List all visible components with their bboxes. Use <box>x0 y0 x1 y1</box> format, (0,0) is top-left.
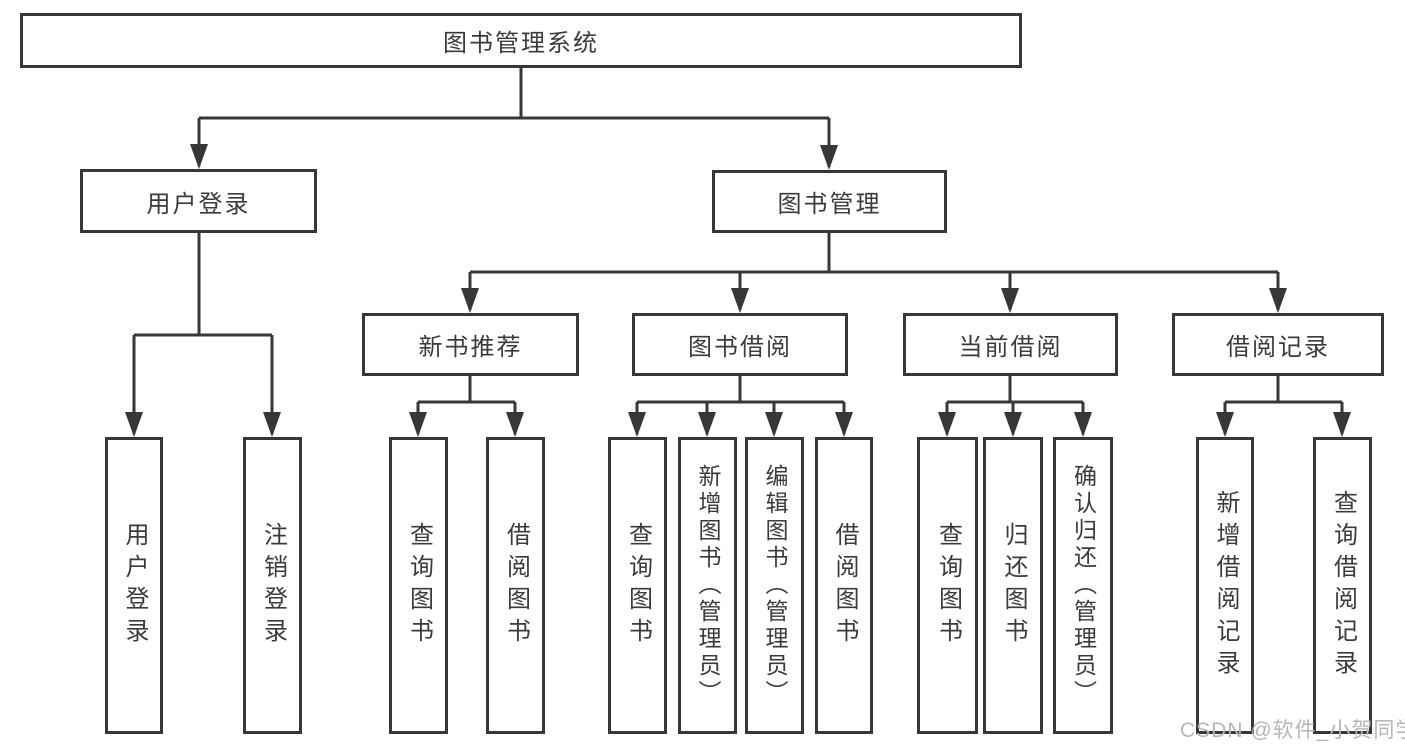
leaf-add-books-admin: 新增图书（管理员） <box>678 437 737 734</box>
leaf-borrow-books-recommend: 借阅图书 <box>486 437 545 734</box>
leaf-label: 查询图书 <box>934 521 962 650</box>
leaf-query-borrow-record: 查询借阅记录 <box>1313 437 1372 734</box>
leaf-borrow-books: 借阅图书 <box>815 437 873 734</box>
leaf-label: 借阅图书 <box>502 521 530 650</box>
leaf-return-books: 归还图书 <box>983 437 1043 734</box>
node-label: 用户登录 <box>146 190 251 218</box>
leaf-label: 编辑图书（管理员） <box>762 464 788 707</box>
leaf-query-books-recommend: 查询图书 <box>389 437 448 734</box>
leaf-user-login: 用户登录 <box>105 437 163 734</box>
node-label: 借阅记录 <box>1226 334 1330 361</box>
csdn-watermark: CSDN @软件_小贺同学 <box>1180 719 1405 742</box>
node-label: 图书管理系统 <box>443 30 599 57</box>
node-library-management-system: 图书管理系统 <box>20 13 1022 68</box>
leaf-label: 新增借阅记录 <box>1212 489 1239 682</box>
leaf-edit-books-admin: 编辑图书（管理员） <box>745 437 804 734</box>
leaf-add-borrow-record: 新增借阅记录 <box>1196 437 1254 734</box>
arrowheads <box>125 144 1351 437</box>
leaf-label: 查询图书 <box>405 521 433 650</box>
node-label: 图书借阅 <box>688 334 792 361</box>
leaf-label: 用户登录 <box>121 521 148 650</box>
node-new-book-recommendation: 新书推荐 <box>362 313 579 376</box>
leaf-logout: 注销登录 <box>243 437 302 734</box>
leaf-label: 查询图书 <box>624 521 652 650</box>
leaf-query-books-current: 查询图书 <box>917 437 978 734</box>
leaf-label: 归还图书 <box>1000 521 1027 650</box>
node-book-borrowing: 图书借阅 <box>632 313 848 376</box>
leaf-confirm-return-admin: 确认归还（管理员） <box>1053 437 1113 734</box>
tree-edges <box>132 68 1344 434</box>
leaf-label: 新增图书（管理员） <box>695 464 721 707</box>
leaf-label: 注销登录 <box>259 521 287 650</box>
node-label: 图书管理 <box>777 191 882 218</box>
node-borrowing-records: 借阅记录 <box>1172 313 1384 376</box>
node-book-management: 图书管理 <box>712 170 947 233</box>
leaf-label: 确认归还（管理员） <box>1070 464 1097 707</box>
node-current-borrowing: 当前借阅 <box>903 313 1118 376</box>
leaf-query-books-borrowing: 查询图书 <box>608 437 667 734</box>
node-label: 当前借阅 <box>958 334 1063 361</box>
leaf-label: 查询借阅记录 <box>1329 489 1357 682</box>
node-user-login: 用户登录 <box>80 169 317 233</box>
node-label: 新书推荐 <box>418 334 523 361</box>
leaf-label: 借阅图书 <box>831 521 858 650</box>
